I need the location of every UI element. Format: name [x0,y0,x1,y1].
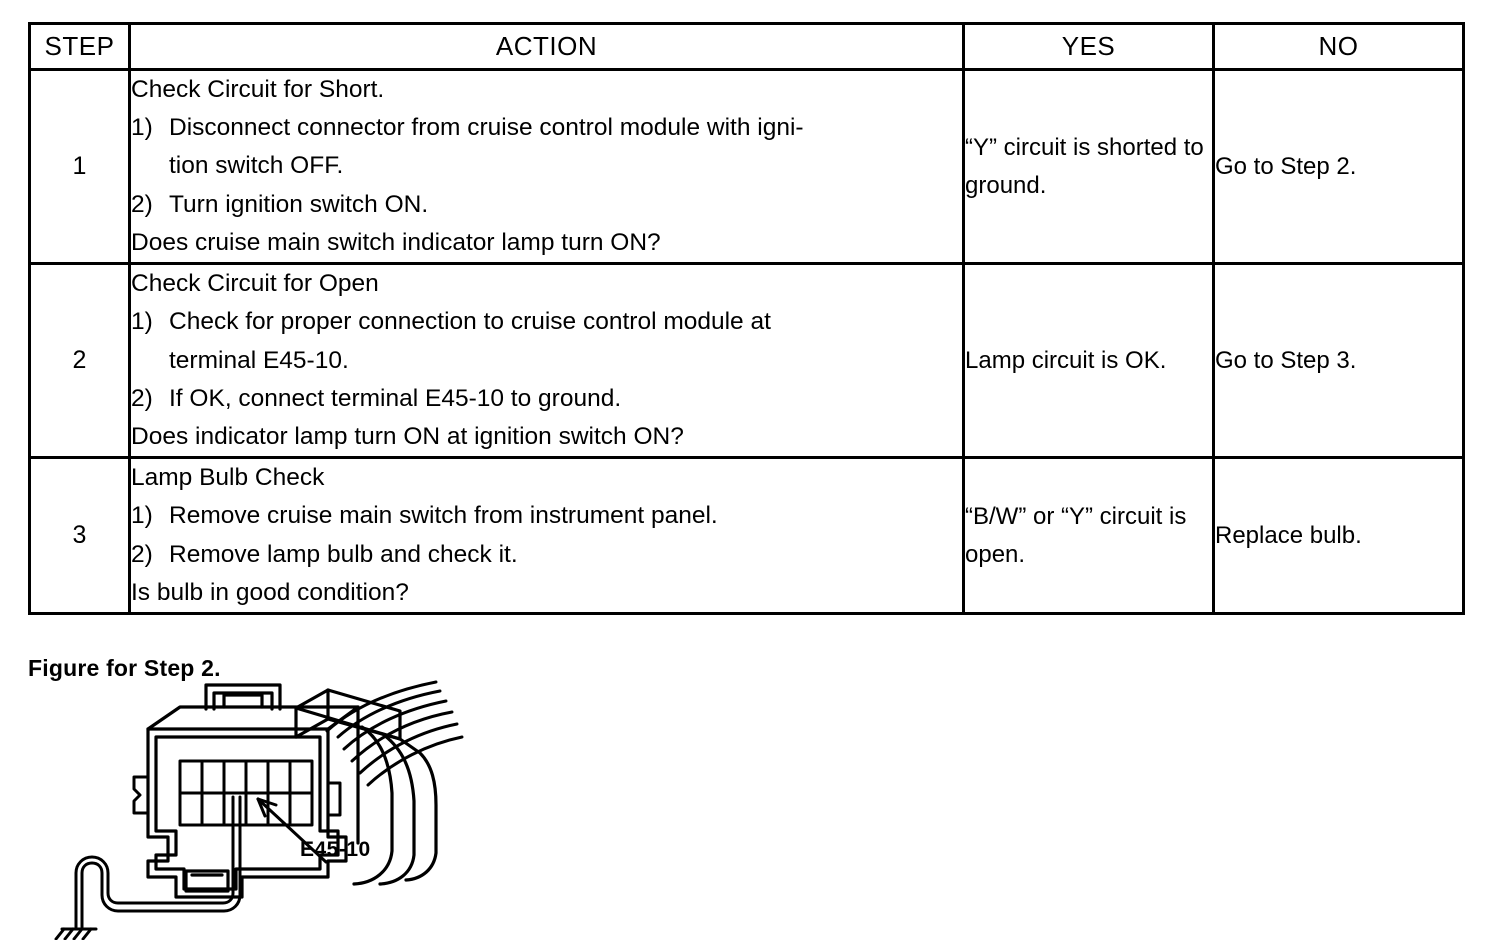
action-item-continuation: terminal E45-10. [169,346,349,374]
action-cell: Check Circuit for Short. 1) Disconnect co… [128,67,965,266]
jumper-wire [74,795,242,929]
action-item-marker: 1) [131,502,153,530]
connector-pin-grid [178,759,314,827]
action-cell: Check Circuit for Open 1) Check for prope… [128,262,965,460]
yes-cell: “B/W” or “Y” circuit is open. [962,456,1215,616]
connector-lower-slot [184,869,230,893]
action-item-marker: 1) [131,114,153,142]
action-title: Check Circuit for Short. [131,76,385,103]
action-cell: Lamp Bulb Check 1) Remove cruise main swi… [128,456,965,616]
table-row: 1 Check Circuit for Short. 1) Disconnect … [28,67,1465,266]
column-header-action: ACTION [128,22,965,71]
step-number: 3 [28,456,131,616]
action-question: Does indicator lamp turn ON at ignition … [131,422,684,450]
no-cell: Replace bulb. [1212,456,1465,616]
action-title: Check Circuit for Open [131,270,379,298]
figure-block: Figure for Step 2. [28,655,1028,940]
terminal-leader-arrow [256,797,328,864]
action-item: 2) If OK, connect terminal E45-10 to grou… [131,380,962,418]
action-item-marker: 2) [131,384,153,412]
table-row: 2 Check Circuit for Open 1) Check for pro… [28,262,1465,460]
column-header-no: NO [1212,22,1465,71]
action-item-marker: 2) [131,190,153,218]
action-item-text: Remove cruise main switch from instrumen… [169,502,718,530]
step-number: 1 [28,67,131,266]
action-item: 2) Remove lamp bulb and check it. [131,536,962,574]
connector-body-rear [294,688,438,886]
action-item-text: Remove lamp bulb and check it. [169,540,518,568]
ground-symbol-icon [54,927,98,940]
terminal-label: E45-10 [300,838,371,861]
connector-latch-tab [204,683,282,711]
table-header-row: STEP ACTION YES NO [28,22,1465,71]
table-row: 3 Lamp Bulb Check 1) Remove cruise main s… [28,456,1465,616]
action-item: 1) Check for proper connection to cruise … [131,303,962,341]
action-question: Does cruise main switch indicator lamp t… [131,228,661,256]
connector-housing-outline [146,705,360,899]
action-item: 2) Turn ignition switch ON. [131,186,962,224]
no-cell: Go to Step 3. [1212,262,1465,460]
step-number: 2 [28,262,131,460]
yes-cell: Lamp circuit is OK. [962,262,1215,460]
action-item-text: Check for proper connection to cruise co… [169,308,771,336]
action-item-marker: 2) [131,540,153,568]
action-item: 1) Disconnect connector from cruise contr… [131,109,962,147]
column-header-step: STEP [28,22,131,71]
yes-cell: “Y” circuit is shorted to ground. [962,67,1215,266]
no-cell: Go to Step 2. [1212,67,1465,266]
action-item-marker: 1) [131,308,153,336]
action-item: 1) Remove cruise main switch from instrum… [131,497,962,535]
action-item-text: Disconnect connector from cruise control… [169,114,804,142]
figure-caption: Figure for Step 2. [28,655,221,681]
action-question: Is bulb in good condition? [131,578,409,606]
column-header-yes: YES [962,22,1215,71]
wire-bundle-icon [325,680,464,787]
action-title: Lamp Bulb Check [131,464,325,492]
action-item-text: Turn ignition switch ON. [169,190,429,218]
connector-side-notch [132,775,342,817]
action-item-continuation: tion switch OFF. [169,152,344,180]
action-item-text: If OK, connect terminal E45-10 to ground… [169,384,622,412]
connector-figure [54,680,464,940]
diagnostic-table: STEP ACTION YES NO 1 Check Circuit for S… [28,22,1465,616]
